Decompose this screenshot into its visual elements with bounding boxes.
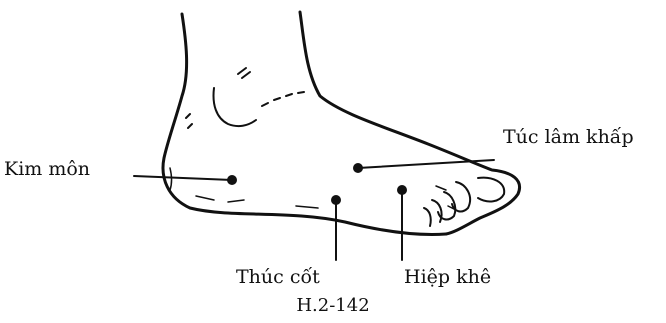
- sole-crease: [196, 196, 244, 202]
- figure-caption: H.2-142: [0, 297, 666, 315]
- point-marker-kim-mon: [227, 175, 237, 185]
- big-toe: [478, 178, 504, 202]
- point-marker-tuc-lam-khap: [353, 163, 363, 173]
- toe-5: [424, 208, 431, 226]
- heel-crease: [170, 168, 172, 190]
- point-label-hiep-khe: Hiệp khê: [404, 268, 491, 287]
- sole-crease-2: [296, 206, 318, 208]
- leader-line-kim-mon: [134, 176, 232, 180]
- point-marker-hiep-khe: [397, 185, 407, 195]
- ankle-bone-contour: [214, 88, 256, 126]
- ankle-wrinkle: [238, 68, 250, 78]
- point-label-kim-mon: Kim môn: [4, 160, 90, 179]
- point-label-tuc-lam-khap: Túc lâm khấp: [503, 128, 634, 147]
- heel-crease-2: [186, 114, 192, 128]
- ankle-shade-dots: [262, 92, 304, 106]
- toe-4: [432, 200, 442, 222]
- point-marker-thuc-cot: [331, 195, 341, 205]
- point-label-thuc-cot: Thúc cốt: [236, 268, 320, 287]
